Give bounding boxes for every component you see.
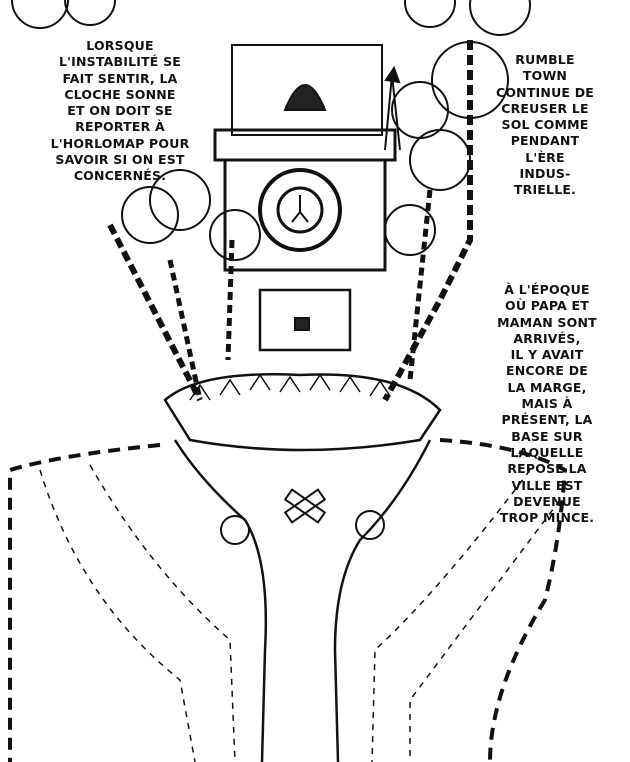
caption-line: LAQUELLE bbox=[510, 444, 584, 460]
caption-line: FAIT SENTIR, LA bbox=[62, 70, 178, 86]
caption-line: OÙ PAPA ET bbox=[505, 298, 589, 314]
caption-line: VILLE EST bbox=[511, 477, 583, 493]
caption-line: CLOCHE SONNE bbox=[64, 86, 176, 102]
rock-pillar bbox=[173, 439, 432, 762]
caption-line: SOL COMME bbox=[501, 117, 589, 133]
caption-line: CONCERNÉS. bbox=[73, 168, 167, 184]
horlomap-clock bbox=[223, 158, 387, 272]
caption-line: LORSQUE bbox=[86, 38, 154, 53]
caption-line: CONTINUE DE bbox=[495, 84, 595, 100]
caption-line: ARRIVÉS, bbox=[513, 330, 581, 346]
caption-line: REPOSE LA bbox=[507, 461, 587, 477]
caption-line: MAMAN SONT bbox=[497, 314, 597, 330]
balloon-cluster-left bbox=[121, 169, 261, 261]
caption-line: MAIS À bbox=[521, 396, 573, 412]
caption-line: TOWN bbox=[522, 68, 568, 84]
caption-line: ET ON DOIT SE bbox=[67, 103, 173, 119]
balloon-cluster-top-left bbox=[11, 0, 116, 29]
caption-line: REPORTER À bbox=[75, 119, 165, 135]
caption-line: TROP MINCE. bbox=[499, 510, 595, 526]
caption-line: À L'ÉPOQUE bbox=[504, 282, 590, 297]
caption-line: DEVENUE bbox=[513, 493, 581, 509]
earth-outline-inner bbox=[39, 469, 561, 762]
balloon-cluster-top-right bbox=[404, 0, 531, 36]
caption-line: IL Y AVAIT bbox=[510, 347, 584, 363]
caption-right-top: RUMBLE TOWN CONTINUE DE CREUSER LE SOL C… bbox=[485, 52, 605, 199]
earth-outline-outer bbox=[8, 443, 161, 762]
chain bbox=[107, 223, 203, 402]
caption-line: INDUS- bbox=[519, 166, 571, 182]
clock-face bbox=[258, 168, 342, 252]
caption-line: CREUSER LE bbox=[501, 100, 589, 116]
small-balloon bbox=[220, 515, 250, 545]
caption-line: PENDANT bbox=[510, 133, 580, 149]
caption-line: L'INSTABILITÉ SE bbox=[58, 54, 182, 70]
tower-base bbox=[258, 288, 352, 352]
caption-left: LORSQUE L'INSTABILITÉ SE FAIT SENTIR, LA… bbox=[30, 38, 210, 185]
bandage bbox=[283, 488, 327, 524]
caption-line: RUMBLE bbox=[515, 52, 575, 67]
caption-line: L'ÈRE bbox=[525, 149, 565, 165]
caption-line: TRIELLE. bbox=[513, 182, 577, 198]
caption-line: BASE SUR bbox=[511, 428, 583, 444]
town-houses bbox=[163, 373, 442, 452]
caption-line: ENCORE DE bbox=[505, 363, 589, 379]
bell-frame bbox=[231, 44, 383, 136]
caption-line: PRÉSENT, LA bbox=[501, 412, 593, 428]
bell-icon bbox=[283, 84, 327, 111]
caption-right-bottom: À L'ÉPOQUE OÙ PAPA ET MAMAN SONT ARRIVÉS… bbox=[482, 282, 612, 526]
caption-line: L'HORLOMAP POUR bbox=[50, 135, 190, 151]
caption-line: SAVOIR SI ON EST bbox=[55, 152, 185, 168]
caption-line: LA MARGE, bbox=[507, 379, 587, 395]
